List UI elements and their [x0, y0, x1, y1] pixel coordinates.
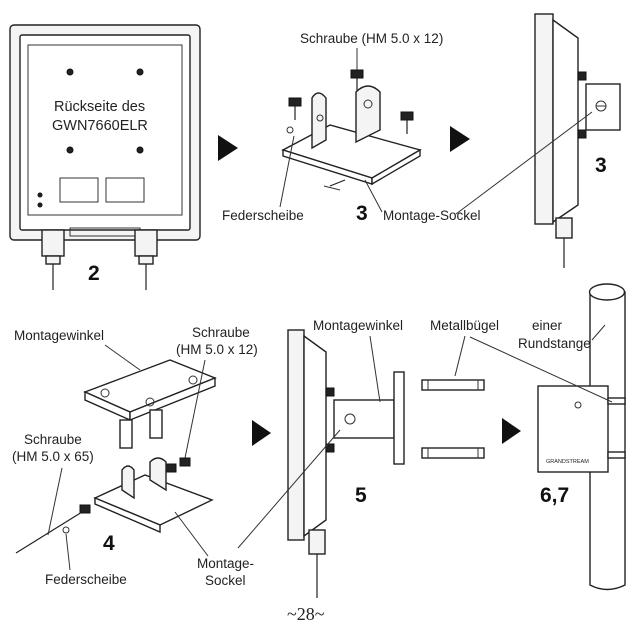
screw-long-label-line1: Schraube — [24, 432, 82, 447]
arrow-right-icon — [502, 418, 521, 444]
mount-base-exploded: Schraube (HM 5.0 x 12) Federscheibe 3 Mo… — [222, 31, 481, 225]
arrow-right-icon — [218, 135, 238, 161]
step-2: 2 — [88, 262, 100, 285]
step-4: 4 — [103, 532, 115, 555]
mount-base-top-label: Montage-Sockel — [383, 208, 481, 223]
arrow-right-icon — [450, 126, 470, 152]
mount-base-bottom-label-line2: Sockel — [205, 573, 246, 588]
page-number: ~28~ — [287, 604, 325, 624]
arrow-right-icon — [252, 420, 271, 446]
step-3a: 3 — [356, 202, 368, 225]
screw-top-label: Schraube (HM 5.0 x 12) — [300, 31, 443, 46]
step-6-7: 6,7 — [540, 484, 569, 507]
metal-clamps: Metallbügel — [421, 318, 499, 459]
screw-mid-label-line1: Schraube — [192, 325, 250, 340]
spring-washer-bottom-label: Federscheibe — [45, 572, 127, 587]
step-5: 5 — [355, 484, 367, 507]
spring-washer-top-label: Federscheibe — [222, 208, 304, 223]
step-3b: 3 — [595, 154, 607, 177]
metal-clamp-label: Metallbügel — [430, 318, 499, 333]
device-back-view: Rückseite des GWN7660ELR 2 — [9, 24, 201, 290]
pole-label-line2: Rundstange — [518, 336, 591, 351]
pole-label-line1: einer — [532, 318, 563, 333]
device-side-with-bracket: Montagewinkel 5 — [237, 318, 405, 598]
device-side-with-base: 3 — [455, 13, 621, 268]
mount-bracket-mid-label: Montagewinkel — [313, 318, 403, 333]
screw-mid-label-line2: (HM 5.0 x 12) — [176, 342, 258, 357]
back-label-line2: GWN7660ELR — [52, 118, 148, 134]
mount-base-bottom-label-line1: Montage- — [197, 556, 254, 571]
mount-bracket-left-label: Montagewinkel — [14, 328, 104, 343]
device-on-pole: GRANDSTREAM einer Rundstange 6,7 — [469, 283, 626, 591]
back-label-line1: Rückseite des — [54, 99, 145, 115]
mount-bracket-exploded: Montagewinkel Schraube (HM 5.0 x 12) Sch… — [12, 325, 258, 588]
device-brand-text: GRANDSTREAM — [546, 459, 589, 465]
screw-long-label-line2: (HM 5.0 x 65) — [12, 449, 94, 464]
